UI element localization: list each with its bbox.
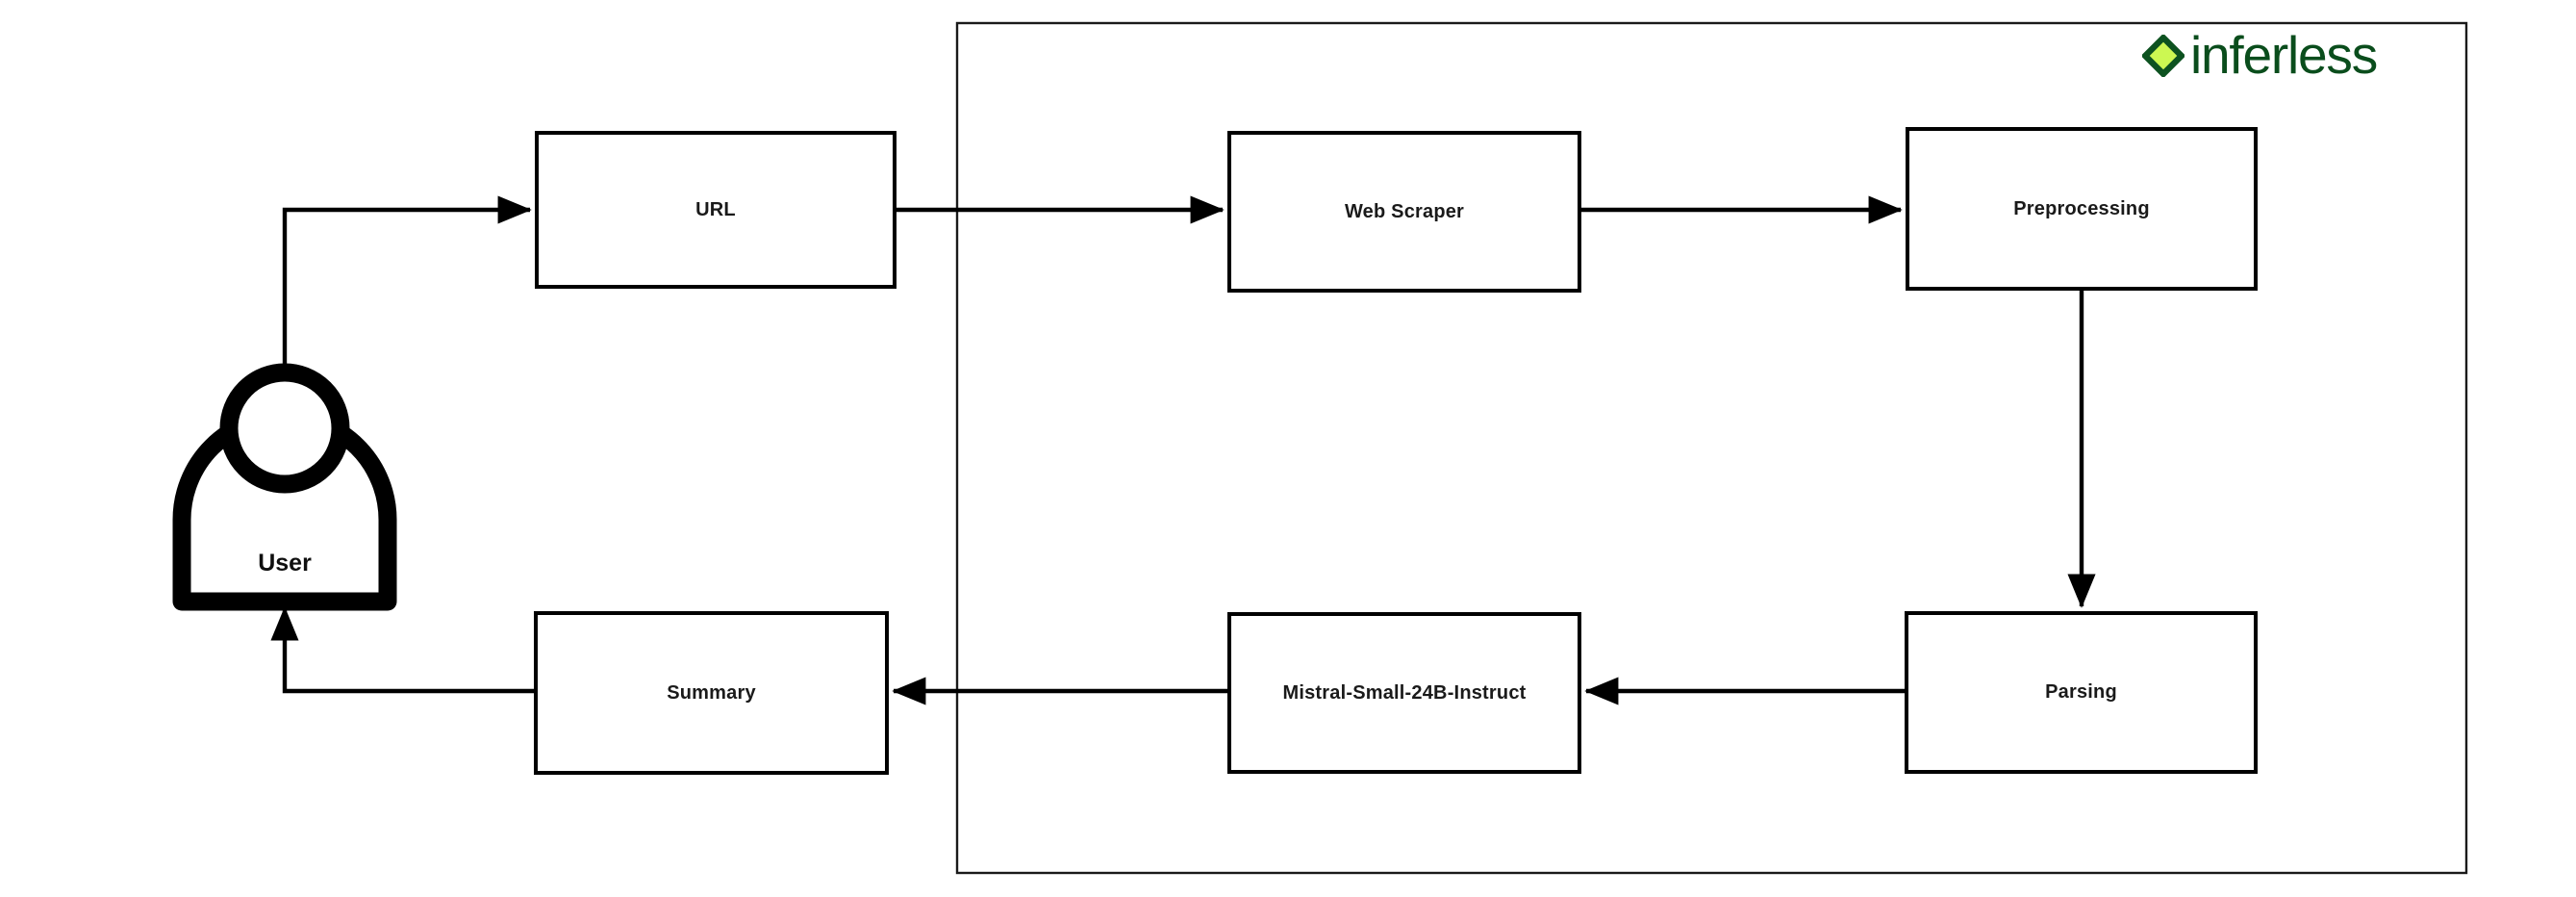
- node-box-url[interactable]: [535, 131, 897, 289]
- inferless-wordmark: inferless: [2190, 25, 2378, 85]
- inferless-deployment-boundary: [955, 21, 2468, 875]
- inferless-logo: inferless: [2140, 25, 2378, 85]
- node-box-preprocessing[interactable]: [1906, 127, 2258, 291]
- node-box-web-scraper[interactable]: [1227, 131, 1581, 293]
- node-box-mistral[interactable]: [1227, 612, 1581, 774]
- inferless-diamond-icon: [2140, 33, 2186, 78]
- node-box-summary[interactable]: [534, 611, 889, 775]
- node-box-parsing[interactable]: [1905, 611, 2258, 774]
- actor-label-user: User: [258, 549, 312, 577]
- user-actor-icon: [172, 363, 397, 611]
- edge-user-to-url: [282, 195, 532, 373]
- edge-summary-to-user: [270, 606, 536, 694]
